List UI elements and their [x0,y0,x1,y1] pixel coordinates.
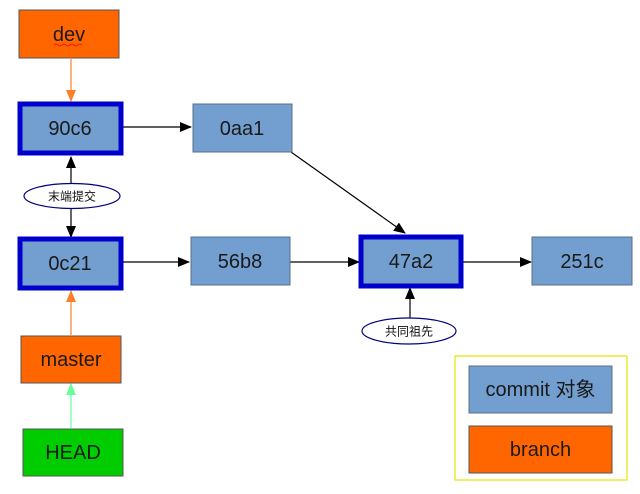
branch-master-label: master [40,349,101,371]
commit-0aa1: 0aa1 [192,103,293,153]
commit-251c: 251c [531,236,633,286]
commit-0aa1-label: 0aa1 [220,118,265,140]
head-label: HEAD [45,442,101,464]
common-ancestor-annotation: 共同祖先 [361,317,457,345]
spellcheck-underline [53,43,83,47]
commit-90c6-label: 90c6 [48,118,91,140]
edge-0aa1-to-47a2 [290,151,406,234]
commit-47a2: 47a2 [358,234,464,289]
commit-56b8-label: 56b8 [218,251,263,273]
branch-dev-label: dev [53,24,85,46]
commit-251c-label: 251c [560,251,603,273]
legend-commit-object-label: commit 对象 [486,378,596,401]
branch-master: master [20,335,122,384]
common-ancestor-label: 共同祖先 [385,324,433,339]
commit-56b8: 56b8 [190,236,291,286]
commit-0c21: 0c21 [17,236,124,291]
commit-0c21-label: 0c21 [48,253,91,275]
legend-branch: branch [468,425,613,474]
legend-commit-object: commit 对象 [468,365,613,414]
commit-47a2-label: 47a2 [389,251,434,273]
legend-branch-label: branch [510,439,571,461]
legend: commit 对象 branch [454,355,628,481]
commit-90c6: 90c6 [17,101,124,156]
head-pointer: HEAD [22,428,124,477]
tip-commit-annotation: 末端提交 [23,182,121,210]
tip-commit-label: 末端提交 [48,189,96,204]
branch-dev: dev [18,9,120,59]
